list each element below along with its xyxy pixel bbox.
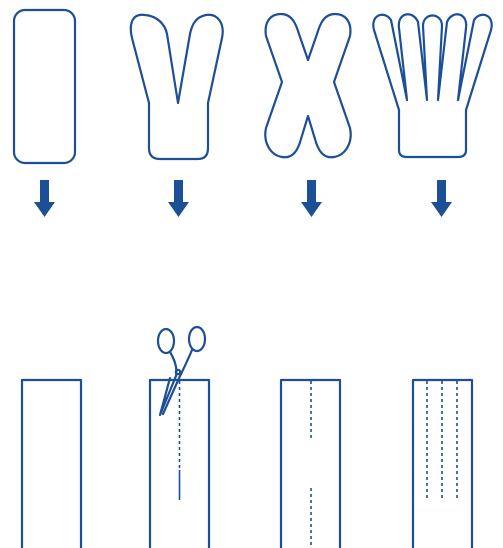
fan-strip-shape xyxy=(372,13,493,159)
strip-cut-row xyxy=(20,325,474,548)
single-center-cut-strip xyxy=(148,325,211,548)
down-arrow-icon xyxy=(34,180,55,217)
scissors-right-handle xyxy=(187,325,207,353)
scissors-left-blade xyxy=(158,350,178,417)
strip-outline xyxy=(148,378,211,548)
down-arrow-icon xyxy=(431,180,452,217)
tape-shapes-row xyxy=(12,8,493,165)
three-parallel-cuts-strip xyxy=(411,378,474,548)
x-strip-shape xyxy=(264,12,352,159)
uncut-strip xyxy=(20,378,83,548)
scissors-pivot xyxy=(174,368,182,376)
down-arrow-icon xyxy=(301,180,322,217)
strip-outline xyxy=(411,378,474,548)
y-strip-shape xyxy=(129,13,224,161)
scissors-left-handle xyxy=(156,327,176,355)
two-end-cuts-strip xyxy=(279,378,342,548)
transition-arrows xyxy=(34,180,452,217)
scissors-right-blade xyxy=(161,348,194,416)
down-arrow-icon xyxy=(168,180,189,217)
i-strip-shape xyxy=(12,8,77,165)
scissors-icon xyxy=(156,325,207,417)
strip-outline xyxy=(279,378,342,548)
